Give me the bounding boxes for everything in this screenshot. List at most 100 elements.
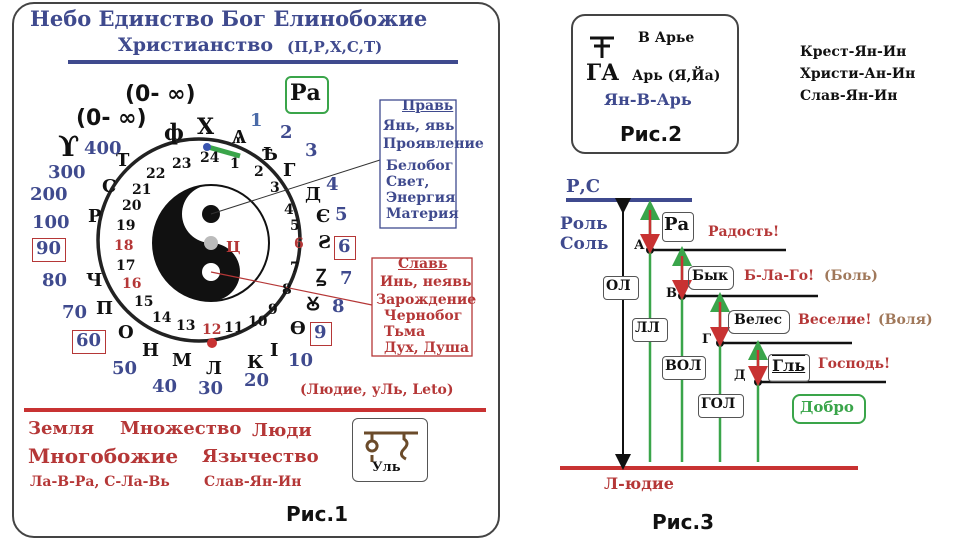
outer-number: 7	[340, 268, 353, 289]
outer-number: 400	[84, 138, 122, 159]
fig3-top-label: Р,С	[566, 176, 601, 197]
hour-number: 20	[122, 198, 142, 214]
level-rune-box	[662, 212, 694, 242]
ol-word: ЛЛ	[635, 320, 660, 336]
old-glyph-icon: ϒ	[58, 130, 80, 163]
boxed-number-6-frame	[334, 236, 356, 260]
hour-number: 24	[200, 150, 220, 166]
fig2-v-arye: В Арье	[638, 30, 695, 46]
slav-line: Зарождение	[376, 292, 477, 308]
rune-ra-label: Ра	[290, 80, 321, 106]
outer-number: 50	[112, 358, 138, 379]
old-glyph-icon: К	[247, 352, 264, 373]
level-rune-box	[728, 310, 790, 334]
boxed-number: 90	[36, 238, 62, 259]
hour-number: 19	[116, 218, 136, 234]
outer-number: 5	[335, 204, 348, 225]
old-glyph-icon: Є	[316, 206, 331, 227]
hour-number: 1	[230, 156, 240, 172]
old-glyph-icon: С	[102, 176, 117, 197]
step-glyph-icon: Д	[734, 368, 746, 383]
fig2-caption: Рис.2	[620, 122, 683, 146]
step-glyph-icon: Г	[702, 332, 711, 347]
boxed-number: 9	[314, 322, 327, 343]
level-rune: Велес	[734, 312, 783, 328]
fig1-top-line2: Христианство	[118, 34, 273, 56]
old-glyph-icon: Ѳ	[290, 318, 306, 339]
old-glyph-icon: Д	[305, 184, 322, 205]
outer-number: 30	[198, 378, 224, 399]
hour-number: 12	[202, 322, 222, 338]
hour-number: 17	[116, 258, 136, 274]
level-word: Господь!	[818, 356, 891, 372]
prav-line: Материя	[386, 206, 459, 222]
infinity-label-b: (0- ∞)	[76, 106, 147, 131]
outer-number: 20	[244, 370, 270, 391]
ol-box	[662, 356, 706, 380]
level-note: (Боль)	[824, 268, 878, 284]
prav-title: Правь	[402, 98, 454, 114]
old-glyph-icon: Ꙁ	[316, 266, 327, 287]
outer-number: 80	[42, 270, 68, 291]
boxed-number: 6	[338, 236, 351, 257]
ul-glyph-icon	[364, 431, 418, 462]
step-glyph-icon: А	[634, 238, 645, 253]
hour-number: 21	[132, 182, 152, 198]
level-note: (Воля)	[878, 312, 933, 328]
rune-ra-box	[285, 76, 329, 114]
hour-number: 23	[172, 156, 192, 172]
step-glyph-icon: В	[666, 286, 677, 301]
ol-box	[603, 276, 639, 300]
old-glyph-icon: Л	[206, 358, 222, 379]
bottom-word: Люди	[252, 420, 312, 441]
old-glyph-icon: Т	[116, 150, 130, 171]
old-glyph-icon: Ѣ	[262, 144, 278, 165]
outer-number: 4	[326, 174, 339, 195]
fig2-right-item: Крест-Ян-Ин	[800, 44, 907, 60]
fig3-sol: Соль	[560, 234, 609, 254]
level-rune: Гль	[772, 356, 806, 375]
old-glyph-icon: Х	[197, 114, 215, 140]
infinity-label-a: (0- ∞)	[125, 82, 196, 107]
hour-number: 9	[268, 302, 278, 318]
ol-word: ГОЛ	[701, 396, 736, 412]
hour-number: 14	[152, 310, 172, 326]
ol-box	[632, 318, 668, 342]
level-rune: Бык	[692, 268, 729, 284]
outer-number: 300	[48, 162, 86, 183]
slav-line: Чернобог	[384, 308, 463, 324]
ol-box	[698, 394, 744, 418]
slav-title: Славь	[398, 256, 448, 272]
center-label: Ц	[226, 238, 241, 256]
bottom-word: Множество	[120, 418, 242, 439]
level-word: Радость!	[708, 224, 780, 240]
outer-number: 10	[288, 350, 314, 371]
prav-line: Проявление	[383, 136, 484, 152]
old-glyph-icon: Ꙋ	[306, 294, 320, 315]
slav-line: Тьма	[384, 324, 426, 340]
dobro-label: Добро	[800, 398, 854, 416]
hour-number: 8	[282, 282, 292, 298]
fig3-bottom-label: Л-юдие	[604, 474, 674, 493]
old-glyph-icon: Н	[142, 340, 160, 361]
ul-label: Уль	[372, 460, 401, 475]
lyudie-label: (Людие, уЛь, Leto)	[300, 382, 454, 398]
level-rune-box	[688, 266, 734, 290]
fig3-rol: Роль	[560, 214, 608, 234]
outer-number: 70	[62, 302, 88, 323]
outer-number: 40	[152, 376, 178, 397]
bottom-word: Слав-Ян-Ин	[204, 474, 302, 490]
ol-word: ОЛ	[606, 278, 631, 294]
hour-number: 6	[294, 236, 304, 252]
level-rune: Ра	[664, 214, 690, 235]
old-glyph-icon: Ч	[86, 270, 103, 291]
ul-box	[352, 418, 428, 482]
outer-number: 3	[305, 140, 318, 161]
old-glyph-icon: П	[96, 298, 113, 319]
old-glyph-icon: Р	[88, 206, 102, 227]
hour-number: 3	[270, 180, 280, 196]
hour-number: 4	[284, 202, 294, 218]
